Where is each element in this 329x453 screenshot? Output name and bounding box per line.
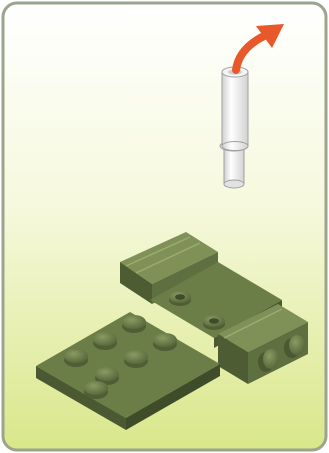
plate-stud [64,349,88,367]
plate-stud [153,333,177,351]
middle-stud [169,291,191,306]
plate-stud [93,332,117,350]
plate-stud [124,350,148,368]
middle-stud [203,315,225,330]
pin-icon [220,67,248,188]
plate-stud [122,315,146,333]
plate-stud [84,381,108,399]
